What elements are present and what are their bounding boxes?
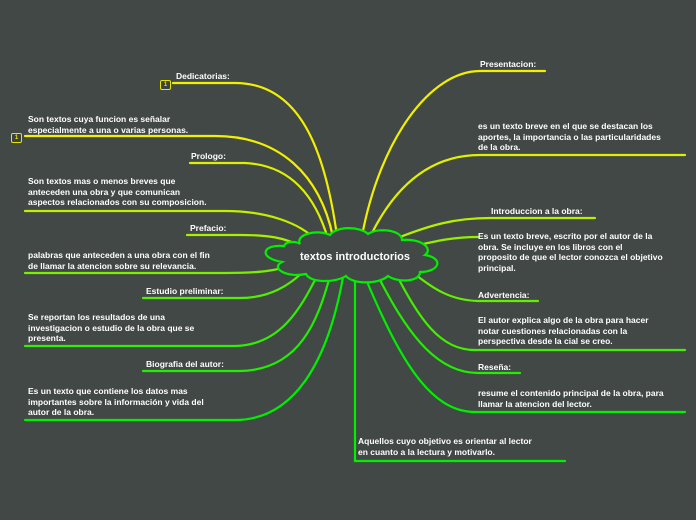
topic-biografia-text[interactable]: Es un texto que contiene los datos mas i… bbox=[28, 386, 204, 418]
topic-resena-text[interactable]: resume el contenido principal de la obra… bbox=[478, 388, 664, 409]
text-line: Aquellos cuyo objetivo es orientar al le… bbox=[358, 436, 532, 446]
branch-biografia-text bbox=[23, 275, 345, 422]
topic-advertencia[interactable]: Advertencia: bbox=[478, 290, 530, 300]
text-line: es un texto breve en el que se destacan … bbox=[478, 121, 653, 131]
text-line: obra. Se incluye en los libros con el bbox=[478, 241, 623, 252]
branch-biografia bbox=[141, 274, 332, 373]
text-line: de llamar la atencion sobre su relevanci… bbox=[28, 260, 197, 271]
text-line: en cuanto a la lectura y motivarlo. bbox=[358, 446, 495, 457]
text-line: investigacion o estudio de la obra que s… bbox=[28, 322, 195, 333]
topic-presentacion[interactable]: Presentacion: bbox=[480, 59, 537, 69]
text-line: Es un texto breve, escrito por el autor … bbox=[478, 231, 653, 241]
text-line: presenta. bbox=[28, 333, 66, 343]
note-badge[interactable]: 1 bbox=[11, 133, 22, 143]
text-line: El autor explica algo de la obra para ha… bbox=[478, 315, 649, 325]
note-badge[interactable]: 1 bbox=[160, 80, 171, 90]
branch-presentacion bbox=[360, 69, 547, 238]
branch-introduccion bbox=[393, 216, 597, 241]
topic-dedicatorias[interactable]: Dedicatorias: bbox=[176, 71, 230, 81]
text-line: de la obra. bbox=[478, 142, 521, 152]
topic-prefacio-text[interactable]: palabras que anteceden a una obra con el… bbox=[28, 250, 210, 271]
branch-prefacio bbox=[185, 233, 302, 248]
topic-bottom-text[interactable]: Aquellos cuyo objetivo es orientar al le… bbox=[358, 436, 532, 457]
text-line: notar cuestiones relacionadas con la bbox=[478, 325, 628, 336]
text-line: aspectos relacionados con su composicion… bbox=[28, 197, 207, 207]
text-line: anteceden una obra y que comunican bbox=[28, 186, 181, 197]
branch-presentacion-text bbox=[368, 153, 687, 239]
text-line: Se reportan los resultados de una bbox=[28, 312, 165, 322]
topic-prologo[interactable]: Prologo: bbox=[191, 151, 226, 161]
central-topic-title[interactable]: textos introductorios bbox=[300, 251, 411, 263]
topic-biografia[interactable]: Biografia del autor: bbox=[146, 359, 224, 369]
topic-introduccion-text[interactable]: Es un texto breve, escrito por el autor … bbox=[478, 231, 663, 273]
topic-advertencia-text[interactable]: El autor explica algo de la obra para ha… bbox=[478, 315, 649, 347]
text-line: Son textos mas o menos breves que bbox=[28, 176, 176, 186]
central-cloud bbox=[264, 227, 439, 284]
topic-prefacio[interactable]: Prefacio: bbox=[190, 223, 227, 233]
text-line: principal. bbox=[478, 262, 516, 273]
topic-resena[interactable]: Reseña: bbox=[478, 362, 512, 372]
topic-estudio-preliminar[interactable]: Estudio preliminar: bbox=[146, 286, 224, 296]
text-line: autor de la obra. bbox=[28, 407, 95, 417]
topic-introduccion[interactable]: Introduccion a la obra: bbox=[491, 206, 583, 216]
topic-presentacion-text[interactable]: es un texto breve en el que se destacan … bbox=[478, 121, 661, 153]
branch-prologo bbox=[188, 161, 330, 241]
text-line: especialmente a una o varias personas. bbox=[28, 124, 189, 135]
text-line: Son textos cuya funcion es señalar bbox=[28, 114, 171, 124]
branch-bottom bbox=[353, 275, 567, 463]
text-line: llamar la atencion del lector. bbox=[478, 398, 592, 409]
text-line: aportes, la importancia o las particular… bbox=[478, 131, 661, 142]
branch-advertencia-text bbox=[393, 270, 687, 352]
text-line: resume el contenido principal de la obra… bbox=[478, 388, 664, 398]
text-line: Es un texto que contiene los datos mas bbox=[28, 386, 188, 396]
branch-resena-text bbox=[363, 275, 687, 414]
topic-prologo-text[interactable]: Son textos mas o menos breves que antece… bbox=[28, 176, 207, 208]
text-line: importantes sobre la información y vida … bbox=[28, 396, 204, 407]
text-line: palabras que anteceden a una obra con el… bbox=[28, 250, 210, 260]
branch-resena bbox=[376, 274, 522, 375]
branch-estudio-text bbox=[23, 272, 320, 348]
topic-dedicatorias-text[interactable]: Son textos cuya funcion es señalar espec… bbox=[28, 114, 188, 135]
topic-estudio-text[interactable]: Se reportan los resultados de una invest… bbox=[28, 312, 194, 344]
branch-dedicatorias-text bbox=[23, 134, 335, 239]
text-line: perspectiva desde la cial se creo. bbox=[478, 336, 613, 346]
branch-dedicatorias bbox=[171, 81, 339, 238]
text-line: proposito de que el lector conozca el ob… bbox=[478, 252, 663, 262]
